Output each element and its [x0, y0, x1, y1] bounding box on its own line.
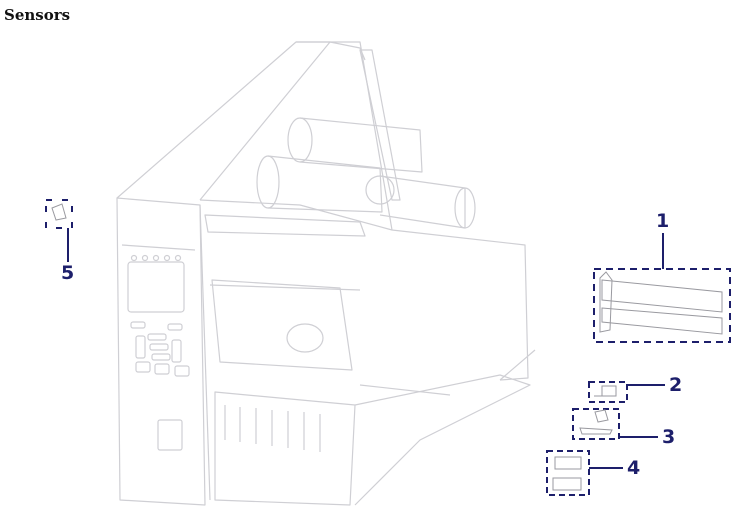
callout-3	[572, 408, 658, 440]
callout-number-1: 1	[656, 210, 670, 232]
page-title: Sensors	[4, 6, 71, 24]
callout-number-3: 3	[662, 426, 676, 448]
callout-number-5: 5	[61, 262, 75, 284]
callout-2	[588, 381, 665, 403]
callout-4	[546, 450, 623, 496]
printer-illustration	[116, 41, 536, 506]
callout-number-4: 4	[627, 457, 641, 479]
callout-number-2: 2	[669, 374, 683, 396]
callout-1	[593, 233, 731, 343]
callout-5	[45, 199, 73, 262]
